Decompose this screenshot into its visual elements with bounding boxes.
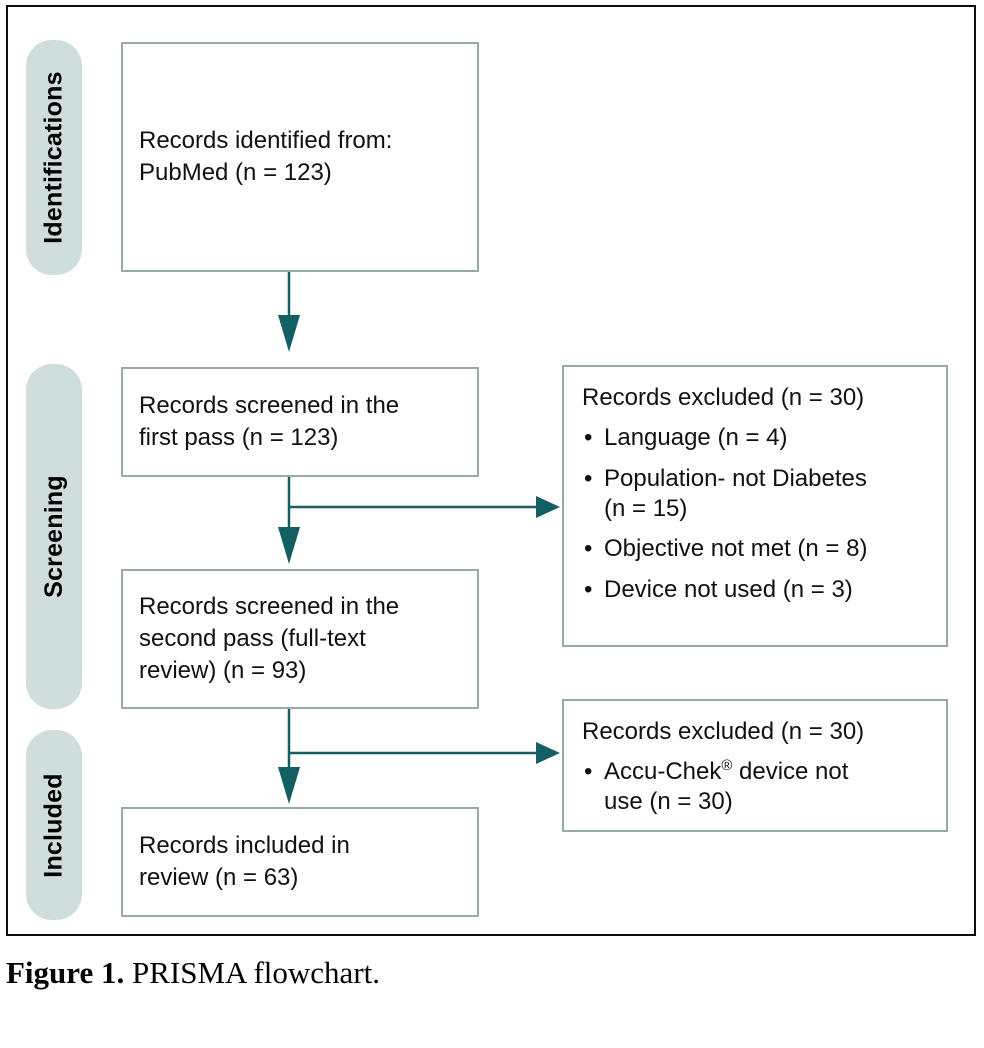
box-records-excluded-second-pass: Records excluded (n = 30) • Accu-Chek® d…: [562, 699, 948, 832]
box-records-identified-line-1: Records identified from:: [139, 127, 393, 155]
exclusion-reason-text-line-1: device not: [732, 758, 849, 785]
figure-caption-label: Figure 1.: [6, 955, 125, 990]
bullet-icon: •: [584, 464, 593, 492]
box-records-screened-second-pass-line-2: second pass (full-text: [139, 625, 366, 653]
exclusion-reason-text: Language (n = 4): [604, 424, 788, 451]
list-item: • Device not used (n = 3): [582, 575, 932, 605]
figure-frame: Identifications Screening Included Recor…: [6, 5, 976, 936]
list-item: • Language (n = 4): [582, 423, 932, 453]
exclusion-reason-text-line-2: use (n = 30): [604, 787, 733, 815]
box-records-screened-second-pass-line-3: review) (n = 93): [139, 656, 307, 684]
exclusion-reason-brand: Accu-Chek: [604, 758, 722, 785]
exclusion-reason-text: Device not used (n = 3): [604, 576, 853, 603]
box-records-identified-line-2: PubMed (n = 123): [139, 159, 332, 186]
bullet-icon: •: [584, 424, 593, 451]
figure-caption: Figure 1. PRISMA flowchart.: [6, 955, 966, 991]
box-records-excluded-first-pass-title: Records excluded (n = 30): [582, 384, 865, 411]
stage-pill-included: Included: [26, 730, 82, 920]
exclusion-reason-text-line-1: Population- not Diabetes: [604, 464, 867, 492]
box-records-screened-first-pass: Records screened in the first pass (n = …: [121, 367, 479, 477]
box-records-included: Records included in review (n = 63): [121, 807, 479, 917]
box-records-excluded-first-pass: Records excluded (n = 30) • Language (n …: [562, 365, 948, 647]
box-records-excluded-second-pass-title: Records excluded (n = 30): [582, 718, 865, 745]
bullet-icon: •: [584, 758, 593, 785]
stage-pill-identifications: Identifications: [26, 40, 82, 275]
exclusion-reason-list-first-pass: • Language (n = 4) • Population- not Dia…: [582, 423, 932, 605]
stage-pill-screening: Screening: [26, 364, 82, 709]
box-records-included-line-1: Records included in: [139, 832, 350, 860]
list-item: • Population- not Diabetes (n = 15): [582, 464, 932, 524]
box-records-included-line-2: review (n = 63): [139, 864, 299, 891]
bullet-icon: •: [584, 576, 593, 603]
registered-trademark-icon: ®: [721, 758, 733, 774]
list-item: • Accu-Chek® device not use (n = 30): [582, 757, 932, 817]
stage-label-screening: Screening: [39, 475, 68, 598]
box-records-screened-second-pass-line-1: Records screened in the: [139, 593, 400, 621]
box-records-screened-first-pass-line-1: Records screened in the: [139, 392, 400, 420]
box-records-screened-second-pass: Records screened in the second pass (ful…: [121, 569, 479, 709]
exclusion-reason-text: Objective not met (n = 8): [604, 535, 868, 563]
list-item: • Objective not met (n = 8): [582, 534, 932, 564]
stage-label-identifications: Identifications: [39, 71, 68, 244]
exclusion-reason-text-line-2: (n = 15): [604, 494, 688, 522]
bullet-icon: •: [584, 535, 593, 563]
stage-label-included: Included: [39, 772, 68, 878]
figure-caption-text: PRISMA flowchart.: [132, 955, 380, 990]
exclusion-reason-list-second-pass: • Accu-Chek® device not use (n = 30): [582, 757, 932, 817]
box-records-screened-first-pass-line-2: first pass (n = 123): [139, 424, 339, 451]
box-records-identified: Records identified from: PubMed (n = 123…: [121, 42, 479, 272]
